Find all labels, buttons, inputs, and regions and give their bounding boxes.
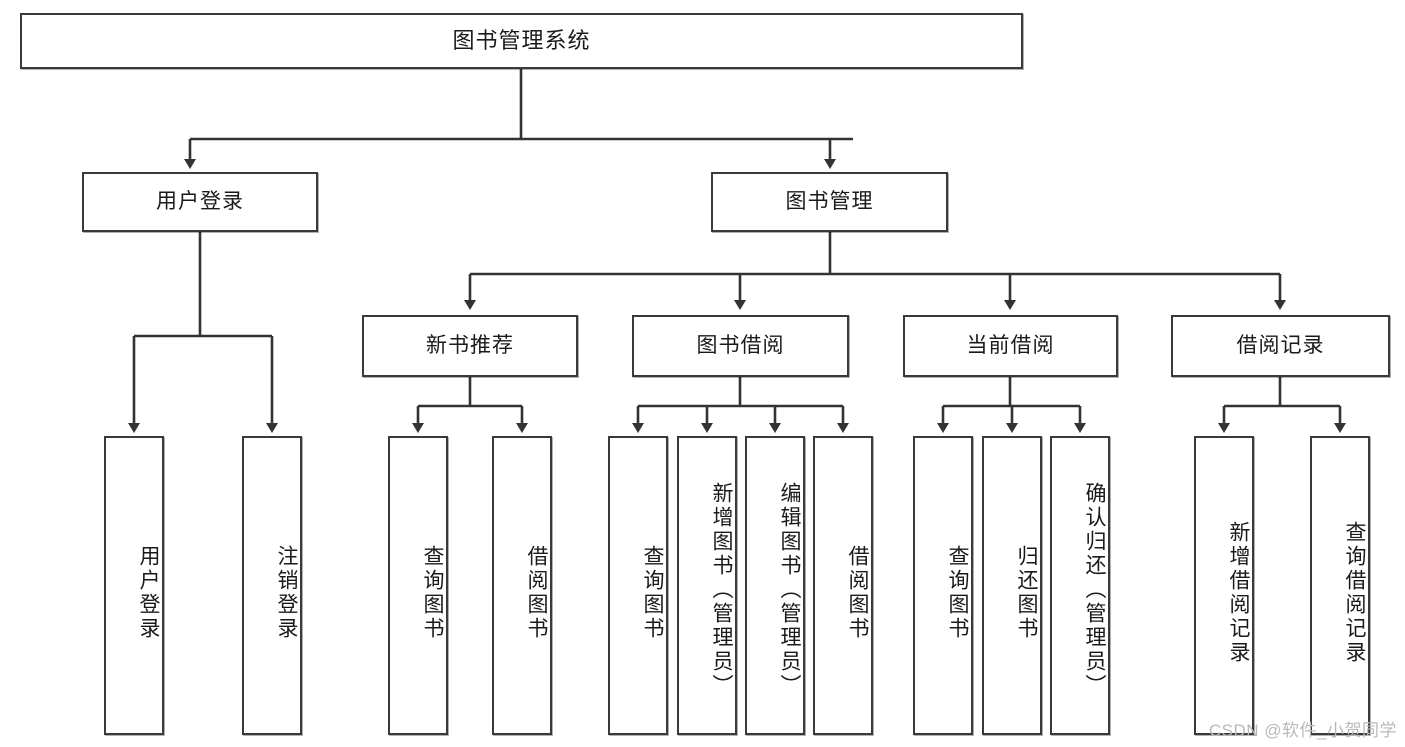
node-label: 查询图书 [421, 544, 444, 641]
leaf-borrow-book-borrow[interactable]: 借阅图书 [813, 436, 873, 735]
leaf-borrow-book-recommend[interactable]: 借阅图书 [492, 436, 552, 735]
leaf-logout[interactable]: 注销登录 [242, 436, 302, 735]
node-label: 图书借阅 [696, 334, 785, 358]
leaf-query-book-borrow[interactable]: 查询图书 [608, 436, 668, 735]
node-root-system[interactable]: 图书管理系统 [20, 13, 1023, 69]
node-book-management[interactable]: 图书管理 [711, 172, 948, 232]
leaf-query-book-current[interactable]: 查询图书 [913, 436, 973, 735]
node-label: 图书管理 [785, 190, 874, 214]
node-book-borrow[interactable]: 图书借阅 [632, 315, 849, 377]
node-label: 用户登录 [137, 544, 160, 641]
node-user-login[interactable]: 用户登录 [82, 172, 318, 232]
leaf-return-book[interactable]: 归还图书 [982, 436, 1042, 735]
node-label: 确认归还（管理员） [1083, 481, 1106, 698]
node-label: 借阅图书 [525, 544, 548, 641]
leaf-add-borrow-record[interactable]: 新增借阅记录 [1194, 436, 1254, 735]
leaf-user-login[interactable]: 用户登录 [104, 436, 164, 735]
node-label: 编辑图书（管理员） [778, 481, 801, 698]
node-label: 借阅记录 [1236, 334, 1325, 358]
node-label: 新增借阅记录 [1227, 520, 1250, 665]
node-label: 用户登录 [156, 190, 244, 214]
node-label: 借阅图书 [846, 544, 869, 641]
node-label: 新书推荐 [426, 334, 514, 358]
leaf-edit-book-admin[interactable]: 编辑图书（管理员） [745, 436, 805, 735]
node-label: 查询图书 [946, 544, 969, 641]
leaf-query-book-recommend[interactable]: 查询图书 [388, 436, 448, 735]
node-label: 图书管理系统 [452, 27, 591, 53]
node-label: 注销登录 [275, 544, 298, 641]
node-borrow-record[interactable]: 借阅记录 [1171, 315, 1390, 377]
leaf-add-book-admin[interactable]: 新增图书（管理员） [677, 436, 737, 735]
node-label: 查询借阅记录 [1343, 520, 1366, 665]
node-label: 新增图书（管理员） [710, 481, 733, 698]
leaf-confirm-return-admin[interactable]: 确认归还（管理员） [1050, 436, 1110, 735]
node-label: 归还图书 [1015, 544, 1038, 641]
node-new-book-recommend[interactable]: 新书推荐 [362, 315, 578, 377]
node-label: 当前借阅 [966, 334, 1055, 358]
node-current-borrow[interactable]: 当前借阅 [903, 315, 1118, 377]
node-label: 查询图书 [641, 544, 664, 641]
leaf-query-borrow-record[interactable]: 查询借阅记录 [1310, 436, 1370, 735]
